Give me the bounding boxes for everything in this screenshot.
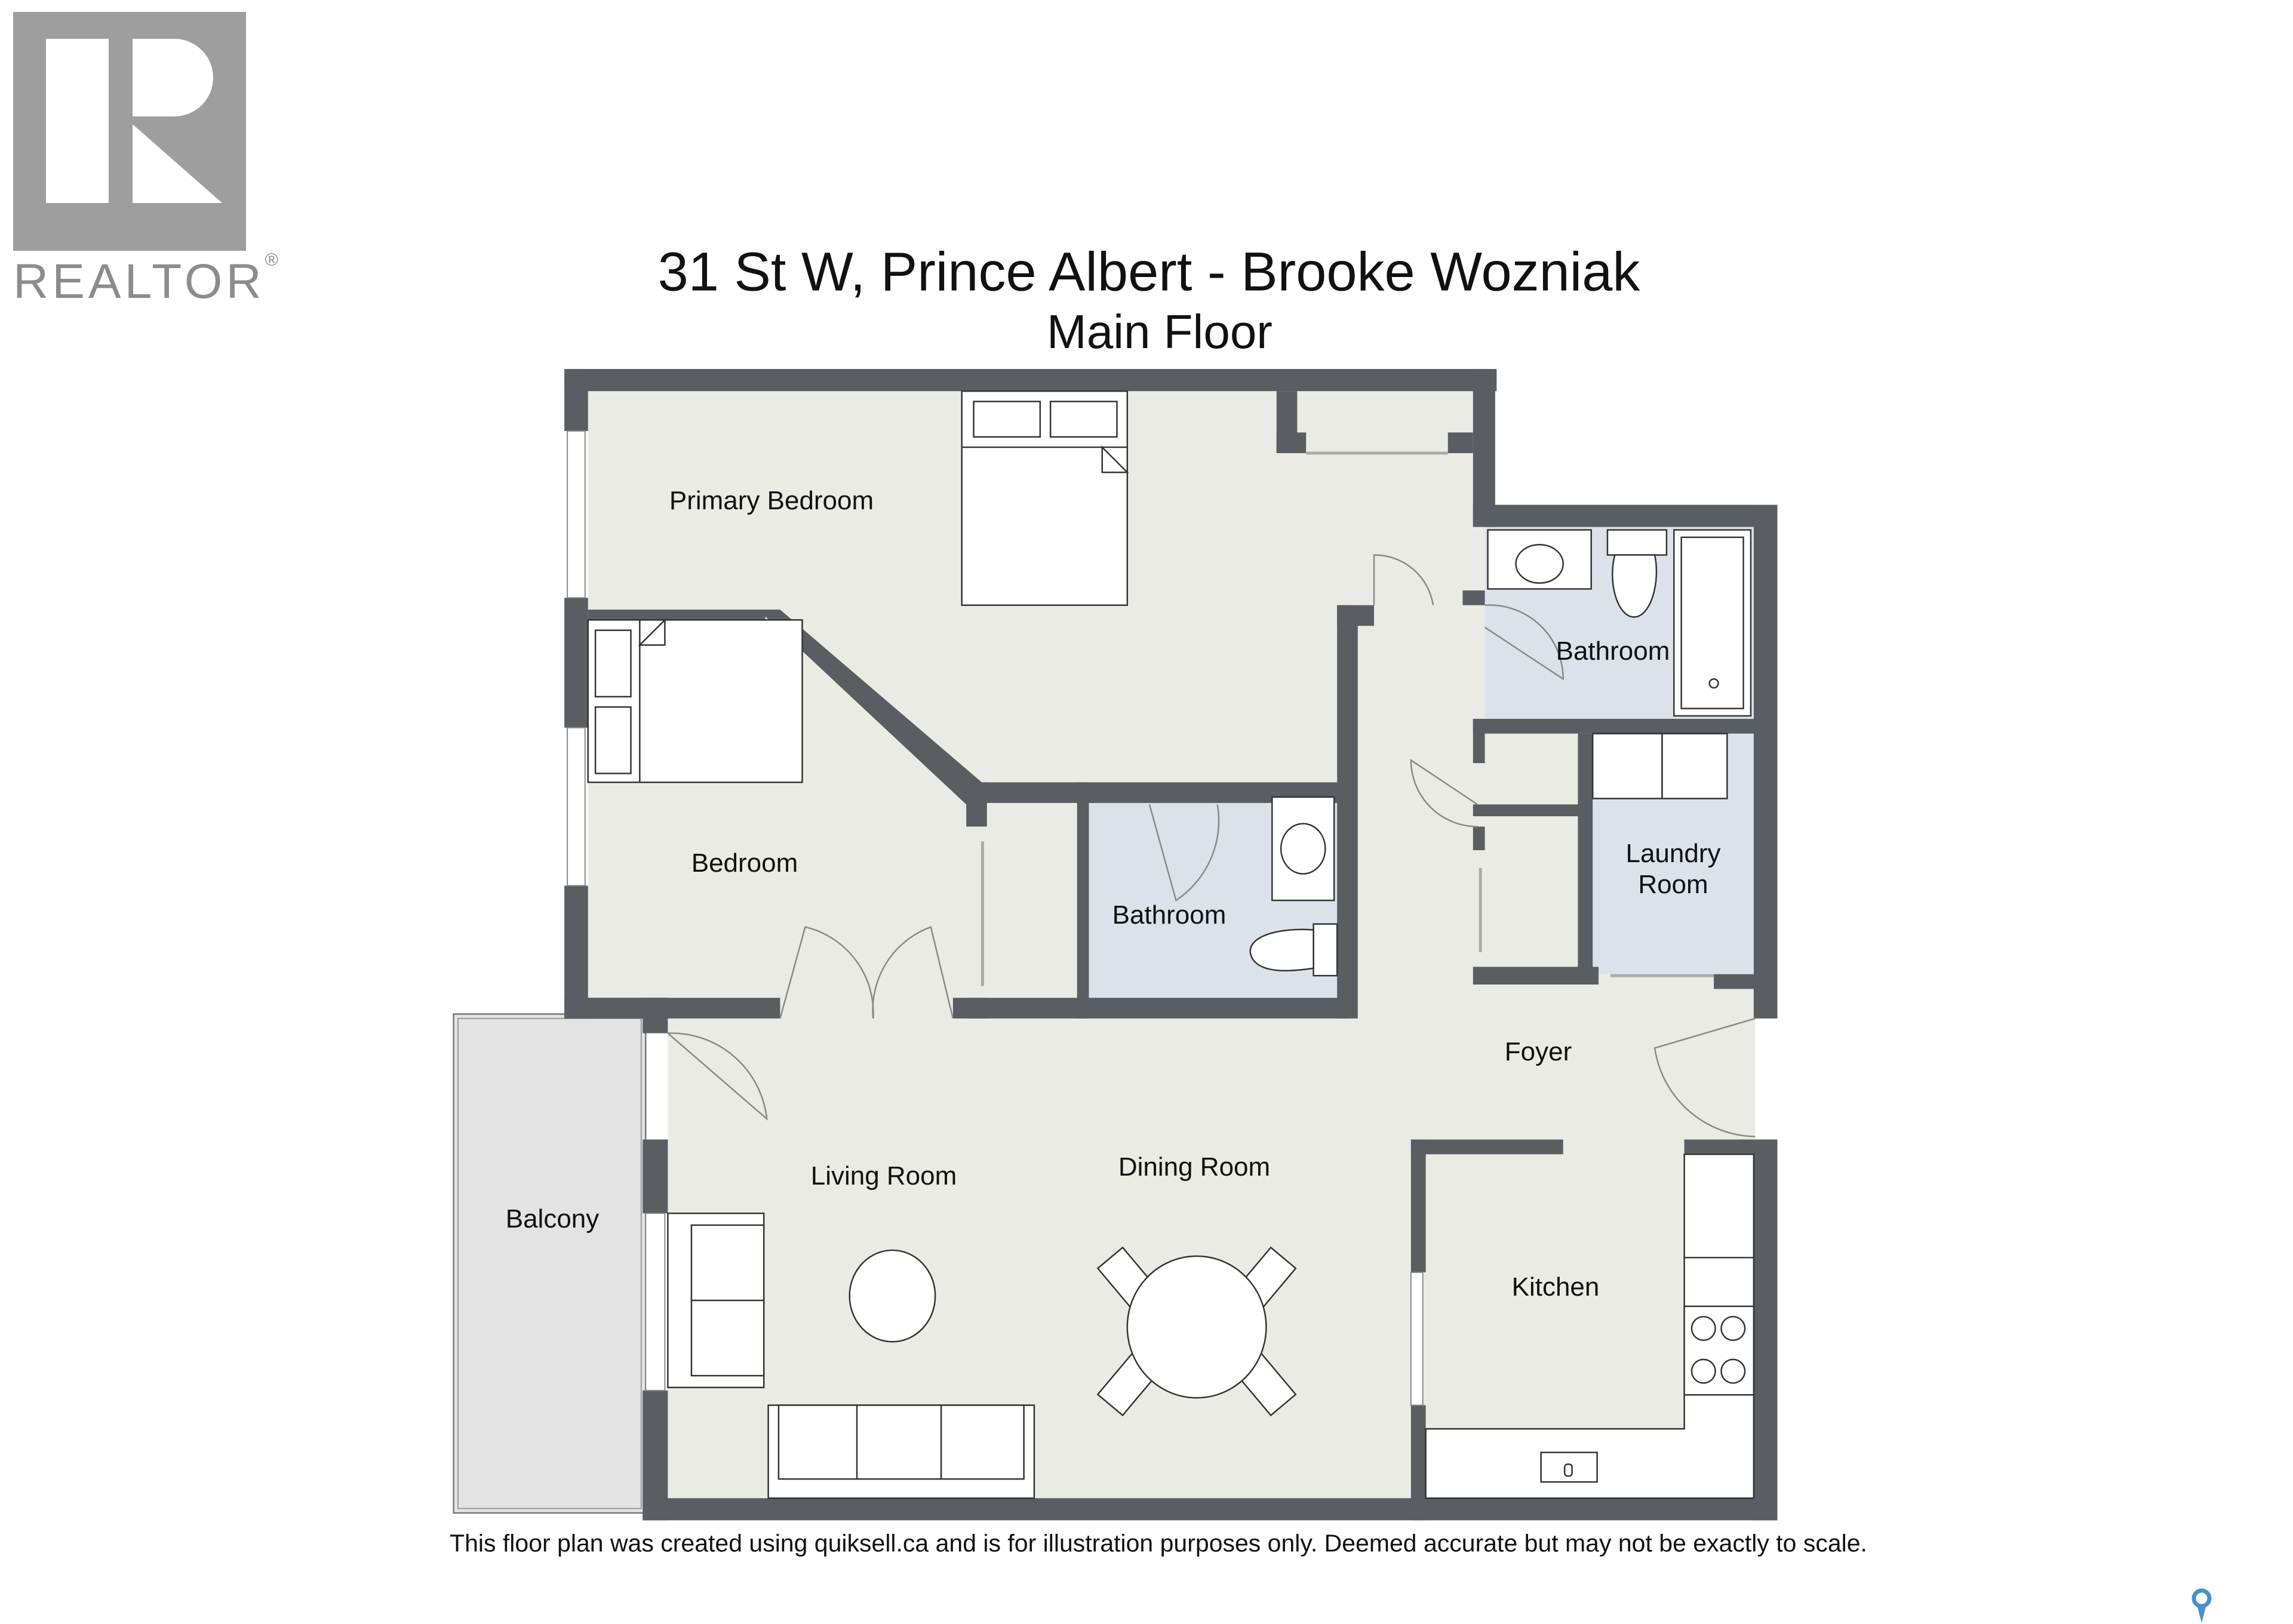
room-label-kitchen: Kitchen: [1511, 1272, 1600, 1302]
primary-bed: [961, 390, 1129, 606]
realtor-word: REALTOR: [13, 254, 265, 309]
realtor-brand-text: REALTOR®: [13, 250, 278, 310]
kitchen-counters: [1425, 1154, 1755, 1499]
map-pin-icon[interactable]: [2190, 1588, 2213, 1624]
doors: [667, 451, 1756, 1137]
room-label-foyer: Foyer: [1504, 1037, 1572, 1066]
room-label-bedroom: Bedroom: [691, 848, 798, 878]
walls: [564, 369, 1778, 1521]
dining-table: [1096, 1246, 1297, 1417]
room-label-balcony: Balcony: [505, 1204, 600, 1234]
room-label-laundry-line1: Laundry: [1625, 839, 1721, 868]
washer-dryer: [1591, 733, 1728, 799]
room-label-bathroom-2: Bathroom: [1556, 636, 1670, 666]
room-label-living-room: Living Room: [810, 1161, 957, 1191]
bathroom-2-fixtures: [1487, 529, 1752, 717]
balcony-area: [453, 1013, 647, 1514]
room-label-laundry-line2: Room: [1638, 870, 1708, 899]
room-label-bathroom-1: Bathroom: [1112, 900, 1227, 930]
floor-subtitle: Main Floor: [1047, 305, 1272, 358]
bathroom-1-fixtures: [1249, 796, 1338, 977]
room-label-dining-room: Dining Room: [1118, 1152, 1271, 1182]
realtor-logo-icon: [13, 12, 246, 251]
registered-mark: ®: [265, 250, 278, 270]
room-label-primary-bedroom: Primary Bedroom: [669, 486, 874, 515]
disclaimer-text: This floor plan was created using quikse…: [450, 1529, 1867, 1557]
bedroom-bed: [587, 618, 803, 783]
plan-title: 31 St W, Prince Albert - Brooke Wozniak: [657, 241, 1640, 303]
living-furniture: [667, 1212, 1035, 1499]
